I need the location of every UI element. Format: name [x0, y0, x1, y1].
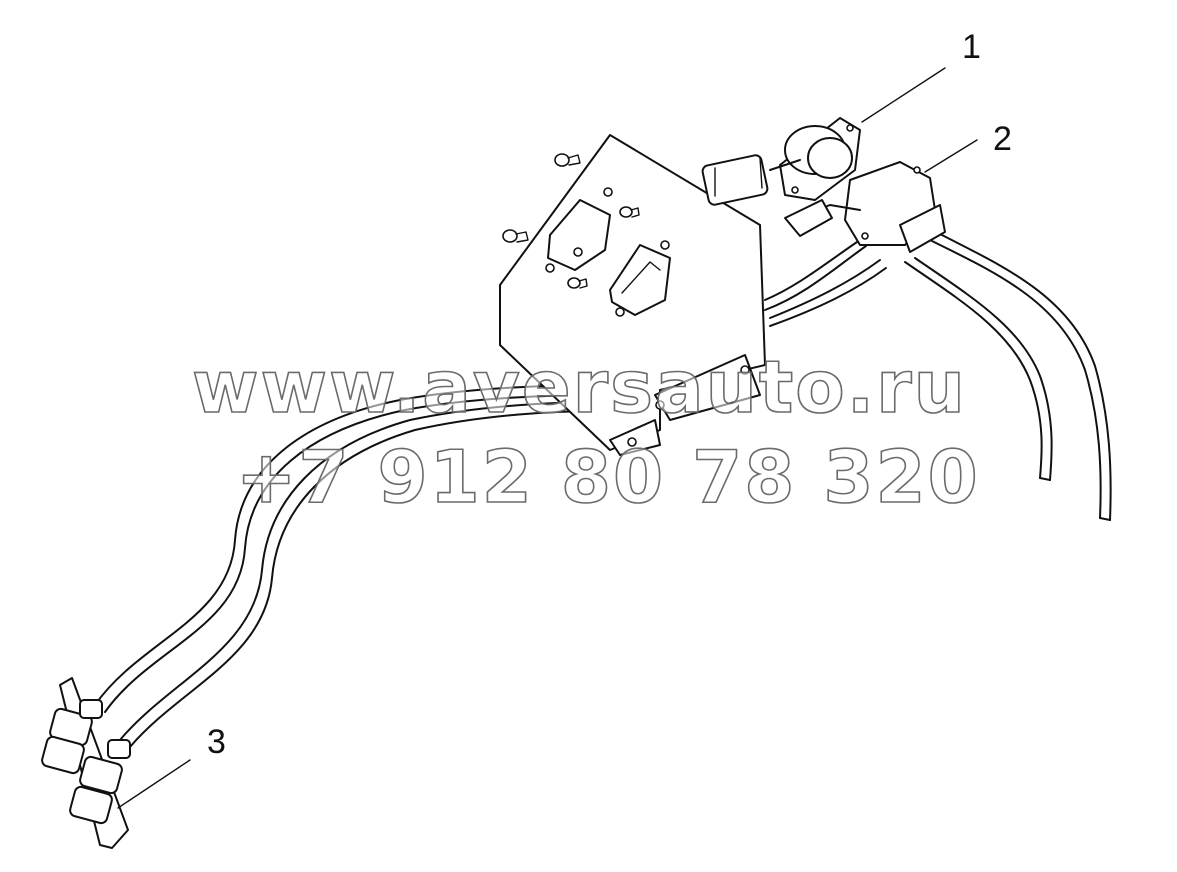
bracket-window-upper	[547, 199, 611, 271]
leader-lines	[117, 67, 978, 809]
valve-part-1	[701, 117, 861, 206]
callout-1: 1	[962, 28, 981, 66]
right-hoses	[904, 233, 1112, 521]
bolt-3	[619, 206, 640, 218]
bolts	[502, 153, 640, 289]
watermark-site: www.aversauto.ru	[192, 345, 967, 429]
leader-3	[117, 759, 191, 809]
coupling-bracket-part-3	[41, 677, 131, 849]
bolt-2	[502, 229, 529, 243]
bolt-1	[554, 153, 581, 167]
watermark-phone: +7 912 80 78 320	[236, 435, 980, 519]
coupling-lower	[69, 739, 131, 825]
leader-1	[861, 67, 946, 123]
bracket-window-lower	[609, 244, 671, 316]
valve-part-2	[784, 161, 946, 253]
bolt-4	[567, 277, 588, 289]
coupling-upper	[41, 699, 103, 775]
callout-2: 2	[993, 120, 1012, 158]
callout-3: 3	[207, 723, 226, 761]
hose-bundle	[94, 239, 887, 748]
leader-2	[924, 139, 978, 173]
mounting-bracket	[499, 134, 766, 456]
